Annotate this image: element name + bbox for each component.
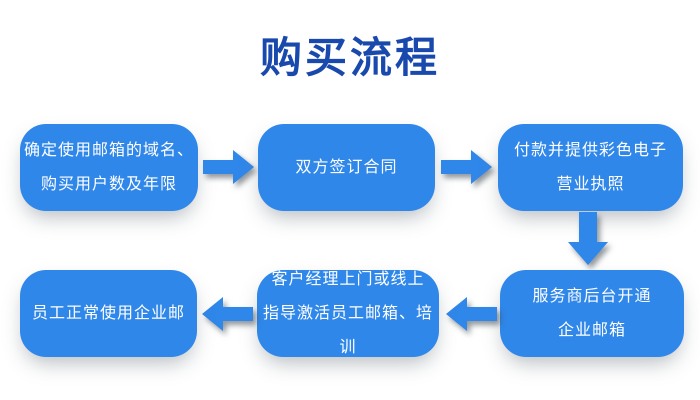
flow-step-5-line-1: 客户经理上门或线上	[271, 270, 425, 288]
flow-step-1-box: 确定使用邮箱的域名、 购买用户数及年限	[20, 124, 198, 211]
flow-step-4-box: 服务商后台开通 企业邮箱	[500, 270, 684, 357]
flow-step-6-box: 员工正常使用企业邮	[20, 270, 197, 357]
flow-step-2-box: 双方签订合同	[258, 124, 435, 211]
flow-step-4-line-2: 企业邮箱	[557, 321, 626, 339]
arrow-left-icon	[445, 295, 497, 333]
flow-step-2-line-1: 双方签订合同	[295, 158, 398, 176]
page-title: 购买流程	[259, 34, 440, 81]
flow-step-6-line-1: 员工正常使用企业邮	[31, 304, 185, 322]
flow-step-3-line-2: 营业执照	[556, 175, 625, 193]
arrow-down-icon	[566, 212, 610, 266]
flow-step-3-box: 付款并提供彩色电子 营业执照	[498, 124, 683, 211]
arrow-left-icon	[201, 295, 253, 333]
flow-step-1-line-1: 确定使用邮箱的域名、	[23, 141, 194, 159]
flow-step-1-line-2: 购买用户数及年限	[40, 175, 177, 193]
arrow-right-icon	[441, 148, 493, 186]
flow-step-4-line-1: 服务商后台开通	[532, 287, 652, 305]
flow-step-5-box: 客户经理上门或线上 指导激活员工邮箱、培训	[257, 270, 439, 357]
flow-step-5-line-2: 指导激活员工邮箱、培训	[262, 304, 433, 356]
flow-step-3-line-1: 付款并提供彩色电子	[513, 141, 667, 159]
arrow-right-icon	[203, 148, 255, 186]
